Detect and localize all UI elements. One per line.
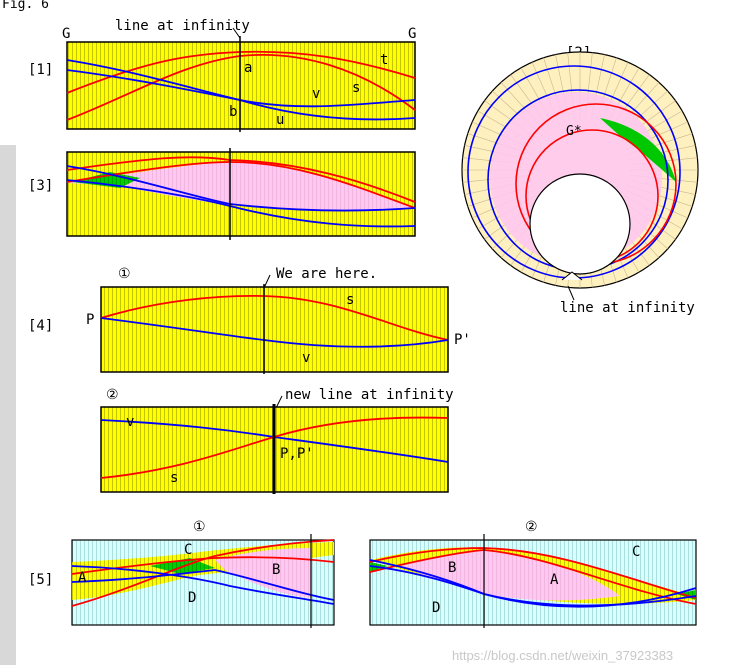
curve-blue-5a2 bbox=[71, 569, 335, 601]
label-5a-a: A bbox=[78, 570, 87, 586]
g-right-label: G bbox=[408, 26, 416, 42]
panel-4-sub1: ① bbox=[118, 266, 131, 282]
label-5b-d: D bbox=[432, 600, 440, 616]
label-a: a bbox=[244, 60, 252, 76]
label-t: t bbox=[380, 52, 388, 68]
label-v: v bbox=[312, 86, 320, 102]
curve-red-5a1 bbox=[71, 539, 335, 607]
line-at-infinity-label-2: line at infinity bbox=[560, 300, 695, 316]
ring-notch bbox=[561, 271, 583, 281]
ring-diagram bbox=[461, 51, 699, 289]
label-s-4a: s bbox=[346, 292, 354, 308]
panel-3: [3] bbox=[28, 148, 416, 240]
watermark: https://blog.csdn.net/weixin_37923383 bbox=[452, 648, 673, 663]
pink-region-3 bbox=[67, 161, 415, 211]
panel-2: [2] G* line at infinity bbox=[461, 45, 699, 316]
label-v-4b: v bbox=[126, 414, 134, 430]
pink-region-5b bbox=[400, 550, 620, 601]
panel-4: [4] ① We are here. P P' s v ② new line a… bbox=[28, 266, 471, 494]
panel-5: [5] ① ② A B C D B A C bbox=[28, 519, 697, 628]
side-bar bbox=[0, 145, 16, 665]
green-region-3 bbox=[72, 172, 140, 188]
panel-4-label: [4] bbox=[28, 318, 53, 334]
ring-green bbox=[600, 118, 676, 182]
label-5b-a: A bbox=[550, 572, 559, 588]
g-star-label: G* bbox=[566, 124, 582, 139]
label-pp: P,P' bbox=[280, 446, 314, 462]
panel-5-sub1: ① bbox=[193, 519, 206, 535]
pointer-4b bbox=[275, 395, 283, 409]
panel-1: [1] G G line at infinity a b t s v u bbox=[28, 18, 416, 132]
g-left-label: G bbox=[62, 26, 70, 42]
we-are-here-label: We are here. bbox=[276, 266, 377, 282]
figure-title: Fig. 6 bbox=[2, 0, 49, 12]
label-p: P bbox=[86, 312, 94, 328]
ring-hole bbox=[529, 173, 631, 275]
panel-5-sub2: ② bbox=[525, 519, 538, 535]
panel-4-sub2: ② bbox=[106, 387, 119, 403]
pointer-2 bbox=[567, 285, 575, 301]
curve-blue-5a1 bbox=[71, 565, 335, 605]
panel-3-label: [3] bbox=[28, 178, 53, 194]
label-5a-b: B bbox=[272, 562, 280, 578]
label-v-4a: v bbox=[302, 350, 310, 366]
label-5a-d: D bbox=[188, 590, 196, 606]
label-b: b bbox=[229, 104, 237, 120]
curve-red-5b1 bbox=[369, 547, 697, 599]
pointer-1 bbox=[232, 27, 241, 39]
label-5b-b: B bbox=[448, 560, 456, 576]
line-at-infinity-label-1: line at infinity bbox=[115, 18, 250, 34]
label-s-4b: s bbox=[170, 470, 178, 486]
panel-4a-strip bbox=[100, 286, 449, 373]
label-p-prime: P' bbox=[454, 332, 471, 348]
curve-red-5a2 bbox=[71, 556, 335, 575]
label-5a-c: C bbox=[184, 542, 192, 558]
panel-5-label: [5] bbox=[28, 572, 53, 588]
curve-red-5b2 bbox=[369, 549, 697, 605]
curve-blue-5b2 bbox=[369, 559, 697, 607]
new-line-label: new line at infinity bbox=[285, 387, 454, 403]
label-5b-c: C bbox=[632, 544, 640, 560]
label-s: s bbox=[352, 80, 360, 96]
label-u: u bbox=[276, 112, 284, 128]
pink-region-5a bbox=[215, 548, 312, 598]
pointer-4a bbox=[263, 274, 271, 289]
panel-1-label: [1] bbox=[28, 62, 53, 78]
